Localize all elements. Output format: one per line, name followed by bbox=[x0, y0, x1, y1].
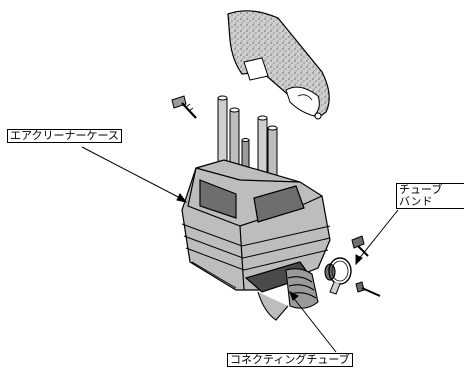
band-screw-top bbox=[351, 235, 369, 257]
air-filter-element bbox=[227, 10, 330, 120]
air-cleaner-case bbox=[181, 159, 331, 293]
tube-band bbox=[328, 257, 352, 295]
air-cleaner-case-label: エアクリーナーケース bbox=[7, 129, 122, 143]
band-screw-bottom bbox=[355, 281, 381, 297]
connecting-tube-label: コネクティングチューブ bbox=[227, 353, 353, 367]
tube-band-label: チューブ バンド bbox=[396, 183, 464, 209]
case-screw-top bbox=[171, 95, 197, 119]
tube-band-label-line1: チューブ bbox=[399, 183, 443, 196]
tube-band-label-line2: バンド bbox=[399, 195, 433, 208]
leader-lines bbox=[81, 146, 399, 353]
